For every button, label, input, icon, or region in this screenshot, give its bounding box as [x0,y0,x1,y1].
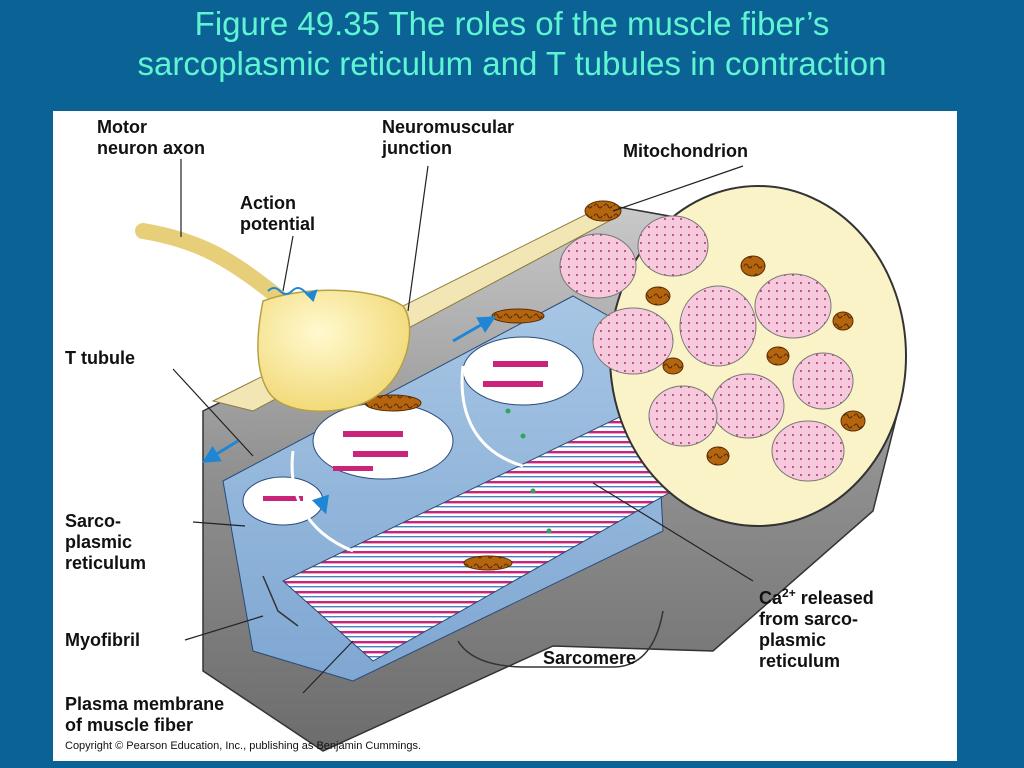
label-ca-released: Ca2+ released from sarco- plasmic reticu… [759,583,874,672]
label-mitochondrion: Mitochondrion [623,141,748,162]
label-neuromuscular-junction-line2: junction [382,138,452,158]
label-sarcoplasmic-reticulum: Sarco- plasmic reticulum [65,511,146,574]
figure-panel: Motor neuron axon Neuromuscular junction… [53,111,957,761]
label-motor-neuron-axon-line2: neuron axon [97,138,206,158]
label-action-potential-line2: potential [240,214,315,234]
label-myofibril-text: Myofibril [65,630,140,650]
title-line-1: Figure 49.35 The roles of the muscle fib… [194,5,830,42]
label-neuromuscular-junction: Neuromuscular junction [382,117,514,159]
label-action-potential-line1: Action [240,193,296,213]
action-potential-wave [267,287,318,303]
label-motor-neuron-axon-line1: Motor [97,117,147,137]
signal-arrows [201,316,497,515]
myofibril-bracket [262,575,299,627]
mitochondria [364,200,866,571]
leader-lines [172,159,754,694]
copyright-notice: Copyright © Pearson Education, Inc., pub… [65,740,422,752]
sarcomere-bracket [457,610,664,668]
neuromuscular-junction-terminal [257,289,411,412]
label-ca-symbol: Ca [759,588,783,608]
label-t-tubule: T tubule [65,348,135,369]
label-plasma-membrane-line2: of muscle fiber [65,715,194,735]
slide-title: Figure 49.35 The roles of the muscle fib… [0,4,1024,84]
label-myofibril: Myofibril [65,630,140,651]
label-sarcoplasmic-reticulum-line1: Sarco- [65,511,122,531]
label-ca-released-line1: released [795,588,874,608]
label-ca-released-line4: reticulum [759,651,841,671]
label-t-tubule-text: T tubule [65,348,135,368]
label-sarcoplasmic-reticulum-line2: plasmic [65,532,133,552]
label-ca-released-line3: plasmic [759,630,827,650]
label-mitochondrion-text: Mitochondrion [623,141,748,161]
label-sarcomere-text: Sarcomere [543,648,637,668]
label-ca-released-line2: from sarco- [759,609,859,629]
muscle-fiber-illustration [135,159,907,752]
myofibril-cross-sections [559,215,854,482]
label-ca-superscript: 2+ [782,586,796,600]
label-neuromuscular-junction-line1: Neuromuscular [382,117,515,137]
label-sarcomere: Sarcomere [543,648,636,669]
title-line-2: sarcoplasmic reticulum and T tubules in … [137,45,887,82]
label-sarcoplasmic-reticulum-line3: reticulum [65,553,147,573]
label-action-potential: Action potential [240,193,315,235]
label-plasma-membrane: Plasma membrane of muscle fiber [65,694,224,736]
label-plasma-membrane-line1: Plasma membrane [65,694,225,714]
label-motor-neuron-axon: Motor neuron axon [97,117,205,159]
calcium-dots [505,408,552,534]
